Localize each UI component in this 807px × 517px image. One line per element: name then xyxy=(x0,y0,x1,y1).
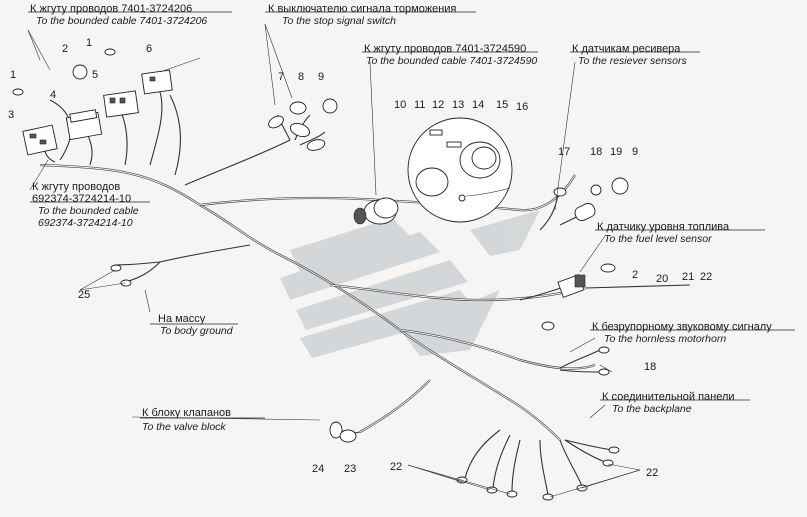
callout-8: 8 xyxy=(298,71,304,83)
callout-22c: 22 xyxy=(646,467,658,479)
connector-6 xyxy=(141,69,173,95)
round-connector-icon xyxy=(353,117,513,225)
callout-17: 17 xyxy=(558,146,570,158)
callout-16: 16 xyxy=(516,101,528,113)
label-valve-ru: К блоку клапанов xyxy=(142,407,231,419)
callout-21: 21 xyxy=(682,271,694,283)
callout-14: 14 xyxy=(472,99,484,111)
callout-24: 24 xyxy=(312,463,324,475)
label-ground-en: To body ground xyxy=(160,325,234,337)
callout-19: 19 xyxy=(610,146,622,158)
callout-6: 6 xyxy=(146,43,152,55)
label-cable-7401-206-ru: К жгуту проводов 7401-3724206 xyxy=(30,3,192,15)
connector-4 xyxy=(65,109,103,141)
label-stop-switch-en: To the stop signal switch xyxy=(282,15,396,27)
callout-20: 20 xyxy=(656,273,668,285)
label-receiver-en: To the resiever sensors xyxy=(578,55,687,67)
callout-18b: 18 xyxy=(644,361,656,373)
callout-10: 10 xyxy=(394,99,406,111)
leader-lines xyxy=(27,23,641,498)
text-labels: К жгуту проводов 7401-3724206 To the bou… xyxy=(30,3,772,433)
callout-7: 7 xyxy=(278,71,284,83)
label-stop-switch-ru: К выключателю сигнала торможения xyxy=(268,3,456,15)
backplane-terminals xyxy=(456,429,620,501)
callout-9a: 9 xyxy=(318,71,324,83)
label-cable-692374-ru-1: К жгуту проводов xyxy=(32,181,120,193)
label-cable-7401-590-en: To the bounded cable 7401-3724590 xyxy=(366,55,537,67)
label-ground-ru: На массу xyxy=(158,313,206,325)
label-backplane-ru: К соединительной панели xyxy=(602,391,735,403)
ring-terminal-icon xyxy=(12,48,116,96)
label-fuel-ru: К датчику уровня топлива xyxy=(597,221,730,233)
label-cable-7401-206-en: To the bounded cable 7401-3724206 xyxy=(36,15,207,27)
callout-2a: 2 xyxy=(62,43,68,55)
callout-2b: 2 xyxy=(632,269,638,281)
callout-18a: 18 xyxy=(590,146,602,158)
label-horn-en: To the hornless motorhorn xyxy=(604,333,726,345)
logo-mark-icon xyxy=(280,210,540,358)
callout-1a: 1 xyxy=(10,69,16,81)
callout-13: 13 xyxy=(452,99,464,111)
callout-22a: 22 xyxy=(700,271,712,283)
callout-9b: 9 xyxy=(632,146,638,158)
fuel-sensor-parts xyxy=(519,263,691,301)
label-backplane-en: To the backplane xyxy=(612,403,692,415)
callout-15: 15 xyxy=(496,99,508,111)
label-cable-7401-590-ru: К жгуту проводов 7401-3724590 xyxy=(364,43,526,55)
label-cable-692374-en-2: 692374-3724214-10 xyxy=(38,217,133,229)
callout-12: 12 xyxy=(432,99,444,111)
callout-4: 4 xyxy=(50,89,56,101)
callout-11: 11 xyxy=(414,99,425,111)
label-receiver-ru: К датчикам ресивера xyxy=(572,43,681,55)
callout-1b: 1 xyxy=(86,37,92,49)
valve-block-parts xyxy=(329,421,361,443)
ground-terminals xyxy=(110,244,251,287)
connector-3 xyxy=(22,124,58,156)
label-valve-en: To the valve block xyxy=(142,421,226,433)
connector-5 xyxy=(103,90,139,118)
label-cable-692374-ru-2: 692374-3724214-10 xyxy=(32,193,131,205)
label-fuel-en: To the fuel level sensor xyxy=(604,233,712,245)
label-cable-692374-en-1: To the bounded cable xyxy=(38,205,139,217)
callout-numbers: 2 1 6 1 5 4 3 7 8 9 10 11 12 13 14 15 16… xyxy=(8,37,712,479)
callout-25: 25 xyxy=(78,289,90,301)
stop-switch-parts xyxy=(268,98,338,151)
callout-3: 3 xyxy=(8,109,14,121)
label-underlines xyxy=(28,11,795,419)
label-horn-ru: К безрупорному звуковому сигналу xyxy=(592,321,772,333)
callout-23: 23 xyxy=(344,463,356,475)
callout-22b: 22 xyxy=(390,461,402,473)
horn-terminals xyxy=(541,321,610,376)
callout-5: 5 xyxy=(92,69,98,81)
